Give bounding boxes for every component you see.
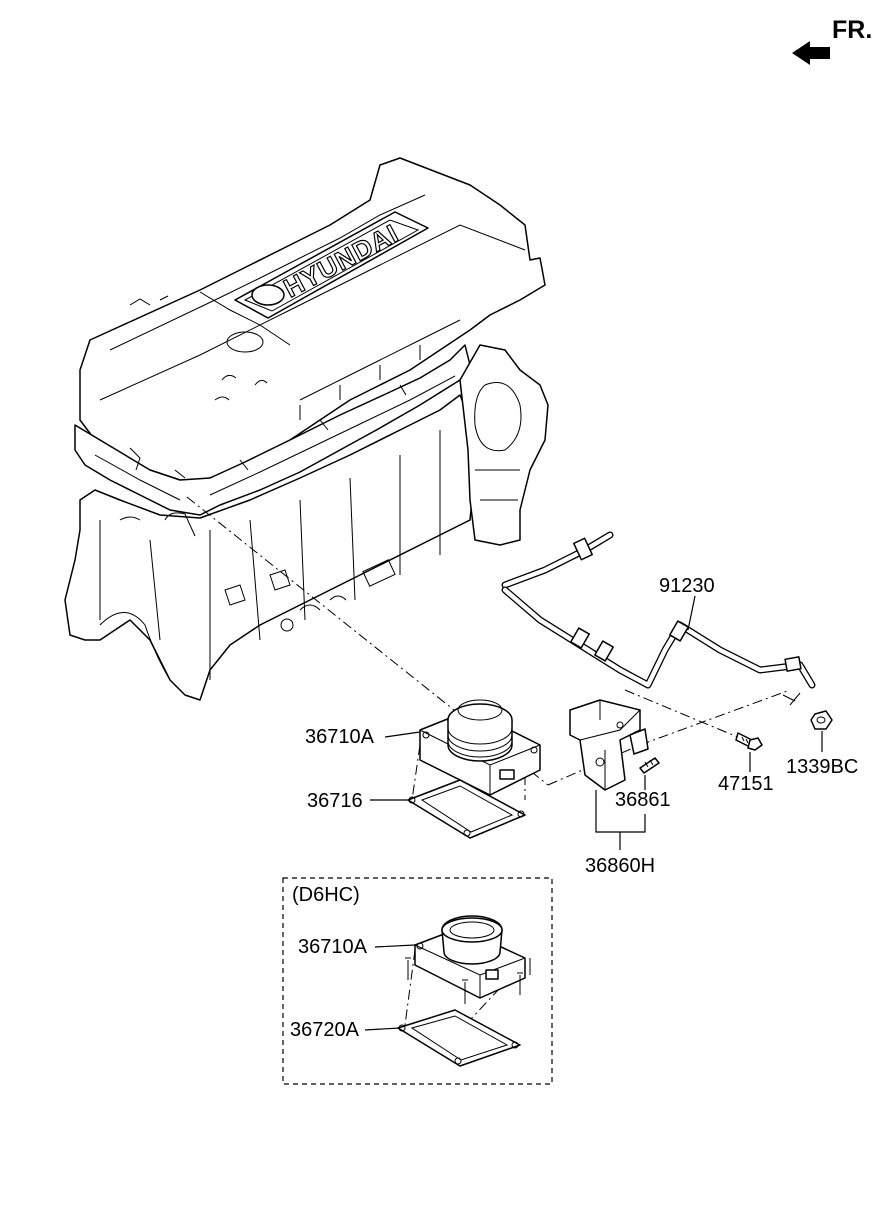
front-label: FR. (832, 16, 872, 44)
gasket-variant (397, 1009, 521, 1067)
callout-lines (364, 595, 823, 1031)
nut-1339bc (810, 710, 833, 730)
variant-title: (D6HC) (292, 884, 360, 906)
callout-36710a[interactable]: 36710A (305, 726, 375, 748)
variant-d6hc-box: (D6HC) 36710A 36720A (282, 877, 553, 1085)
front-arrow-icon (792, 41, 830, 65)
callout-91230[interactable]: 91230 (659, 575, 715, 597)
callout-36861[interactable]: 36861 (615, 789, 671, 811)
gasket-main (407, 779, 526, 839)
pipe-91230 (501, 531, 816, 706)
callout-1339bc[interactable]: 1339BC (786, 756, 858, 778)
callout-47151[interactable]: 47151 (718, 773, 774, 795)
callout-variant-36720a[interactable]: 36720A (290, 1019, 360, 1041)
front-direction-indicator: FR. (792, 16, 872, 65)
callout-variant-36710a[interactable]: 36710A (298, 936, 368, 958)
bolt-47151 (735, 732, 763, 751)
screw-36861 (639, 757, 660, 774)
throttle-body-variant (405, 915, 531, 1004)
callout-36860h[interactable]: 36860H (585, 855, 655, 877)
callout-labels: 91230 36710A 36716 47151 1339BC 36861 36… (305, 575, 858, 877)
callout-36716[interactable]: 36716 (307, 790, 363, 812)
bracket-assembly (569, 699, 649, 791)
engine-block-illustration: HYUNDAI (64, 157, 549, 701)
throttle-body-main (419, 699, 541, 796)
